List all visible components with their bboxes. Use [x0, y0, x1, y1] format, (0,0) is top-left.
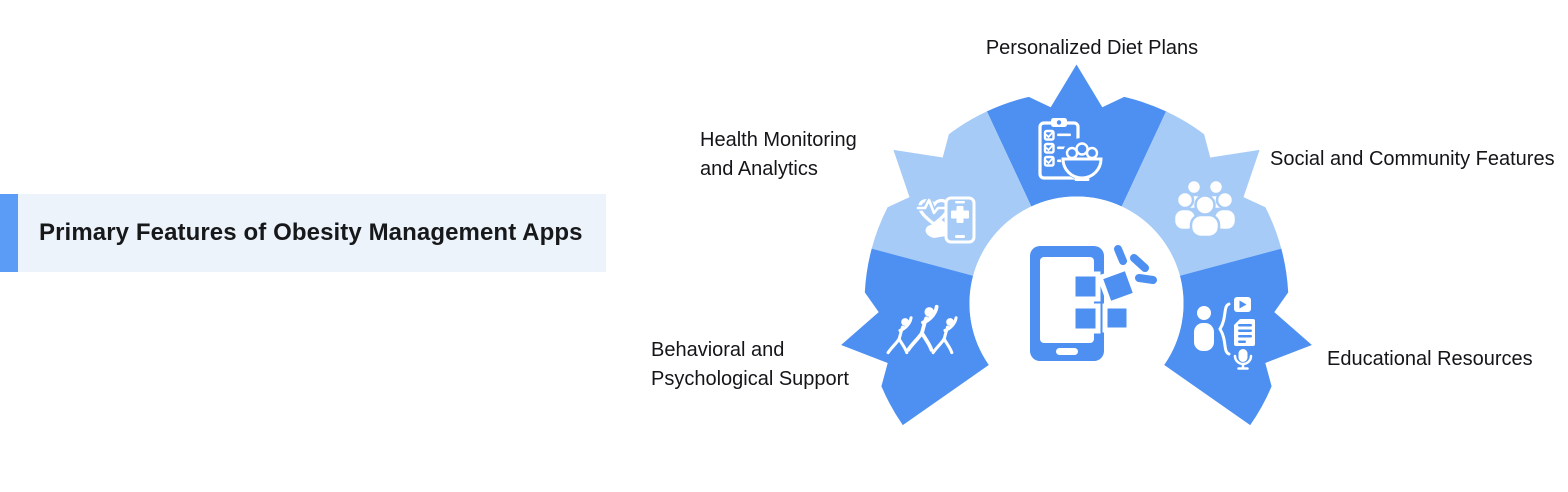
- label-behavioral-and-psychological-support: Behavioral and Psychological Support: [651, 339, 849, 390]
- title-block: Primary Features of Obesity Management A…: [0, 194, 606, 272]
- segment-social-and-community-features: [1121, 111, 1282, 276]
- segment-behavioral-and-psychological-support: [841, 248, 989, 426]
- curly-brace-icon: [1218, 302, 1231, 356]
- title-accent-bar: [0, 194, 18, 272]
- community-people-icon: [1172, 178, 1238, 239]
- label-personalized-diet-plans: Personalized Diet Plans: [985, 37, 1199, 59]
- microphone-icon: [1233, 349, 1253, 370]
- page-title: Primary Features of Obesity Management A…: [39, 219, 583, 246]
- exercise-figures-icon: [886, 304, 958, 355]
- health-monitoring-icon: [915, 196, 976, 244]
- label-health-monitoring-and-analytics: Health Monitoring and Analytics: [700, 129, 857, 180]
- smartphone-with-apps-icon: [1030, 245, 1157, 361]
- label-educational-resources: Educational Resources: [1327, 348, 1533, 370]
- sparkle-icon: [1114, 245, 1157, 284]
- label-social-and-community-features: Social and Community Features: [1270, 148, 1555, 170]
- segment-health-monitoring-and-analytics: [871, 111, 1032, 276]
- educational-resources-icon: [1194, 297, 1255, 370]
- diet-plan-clipboard-icon: [1038, 118, 1103, 181]
